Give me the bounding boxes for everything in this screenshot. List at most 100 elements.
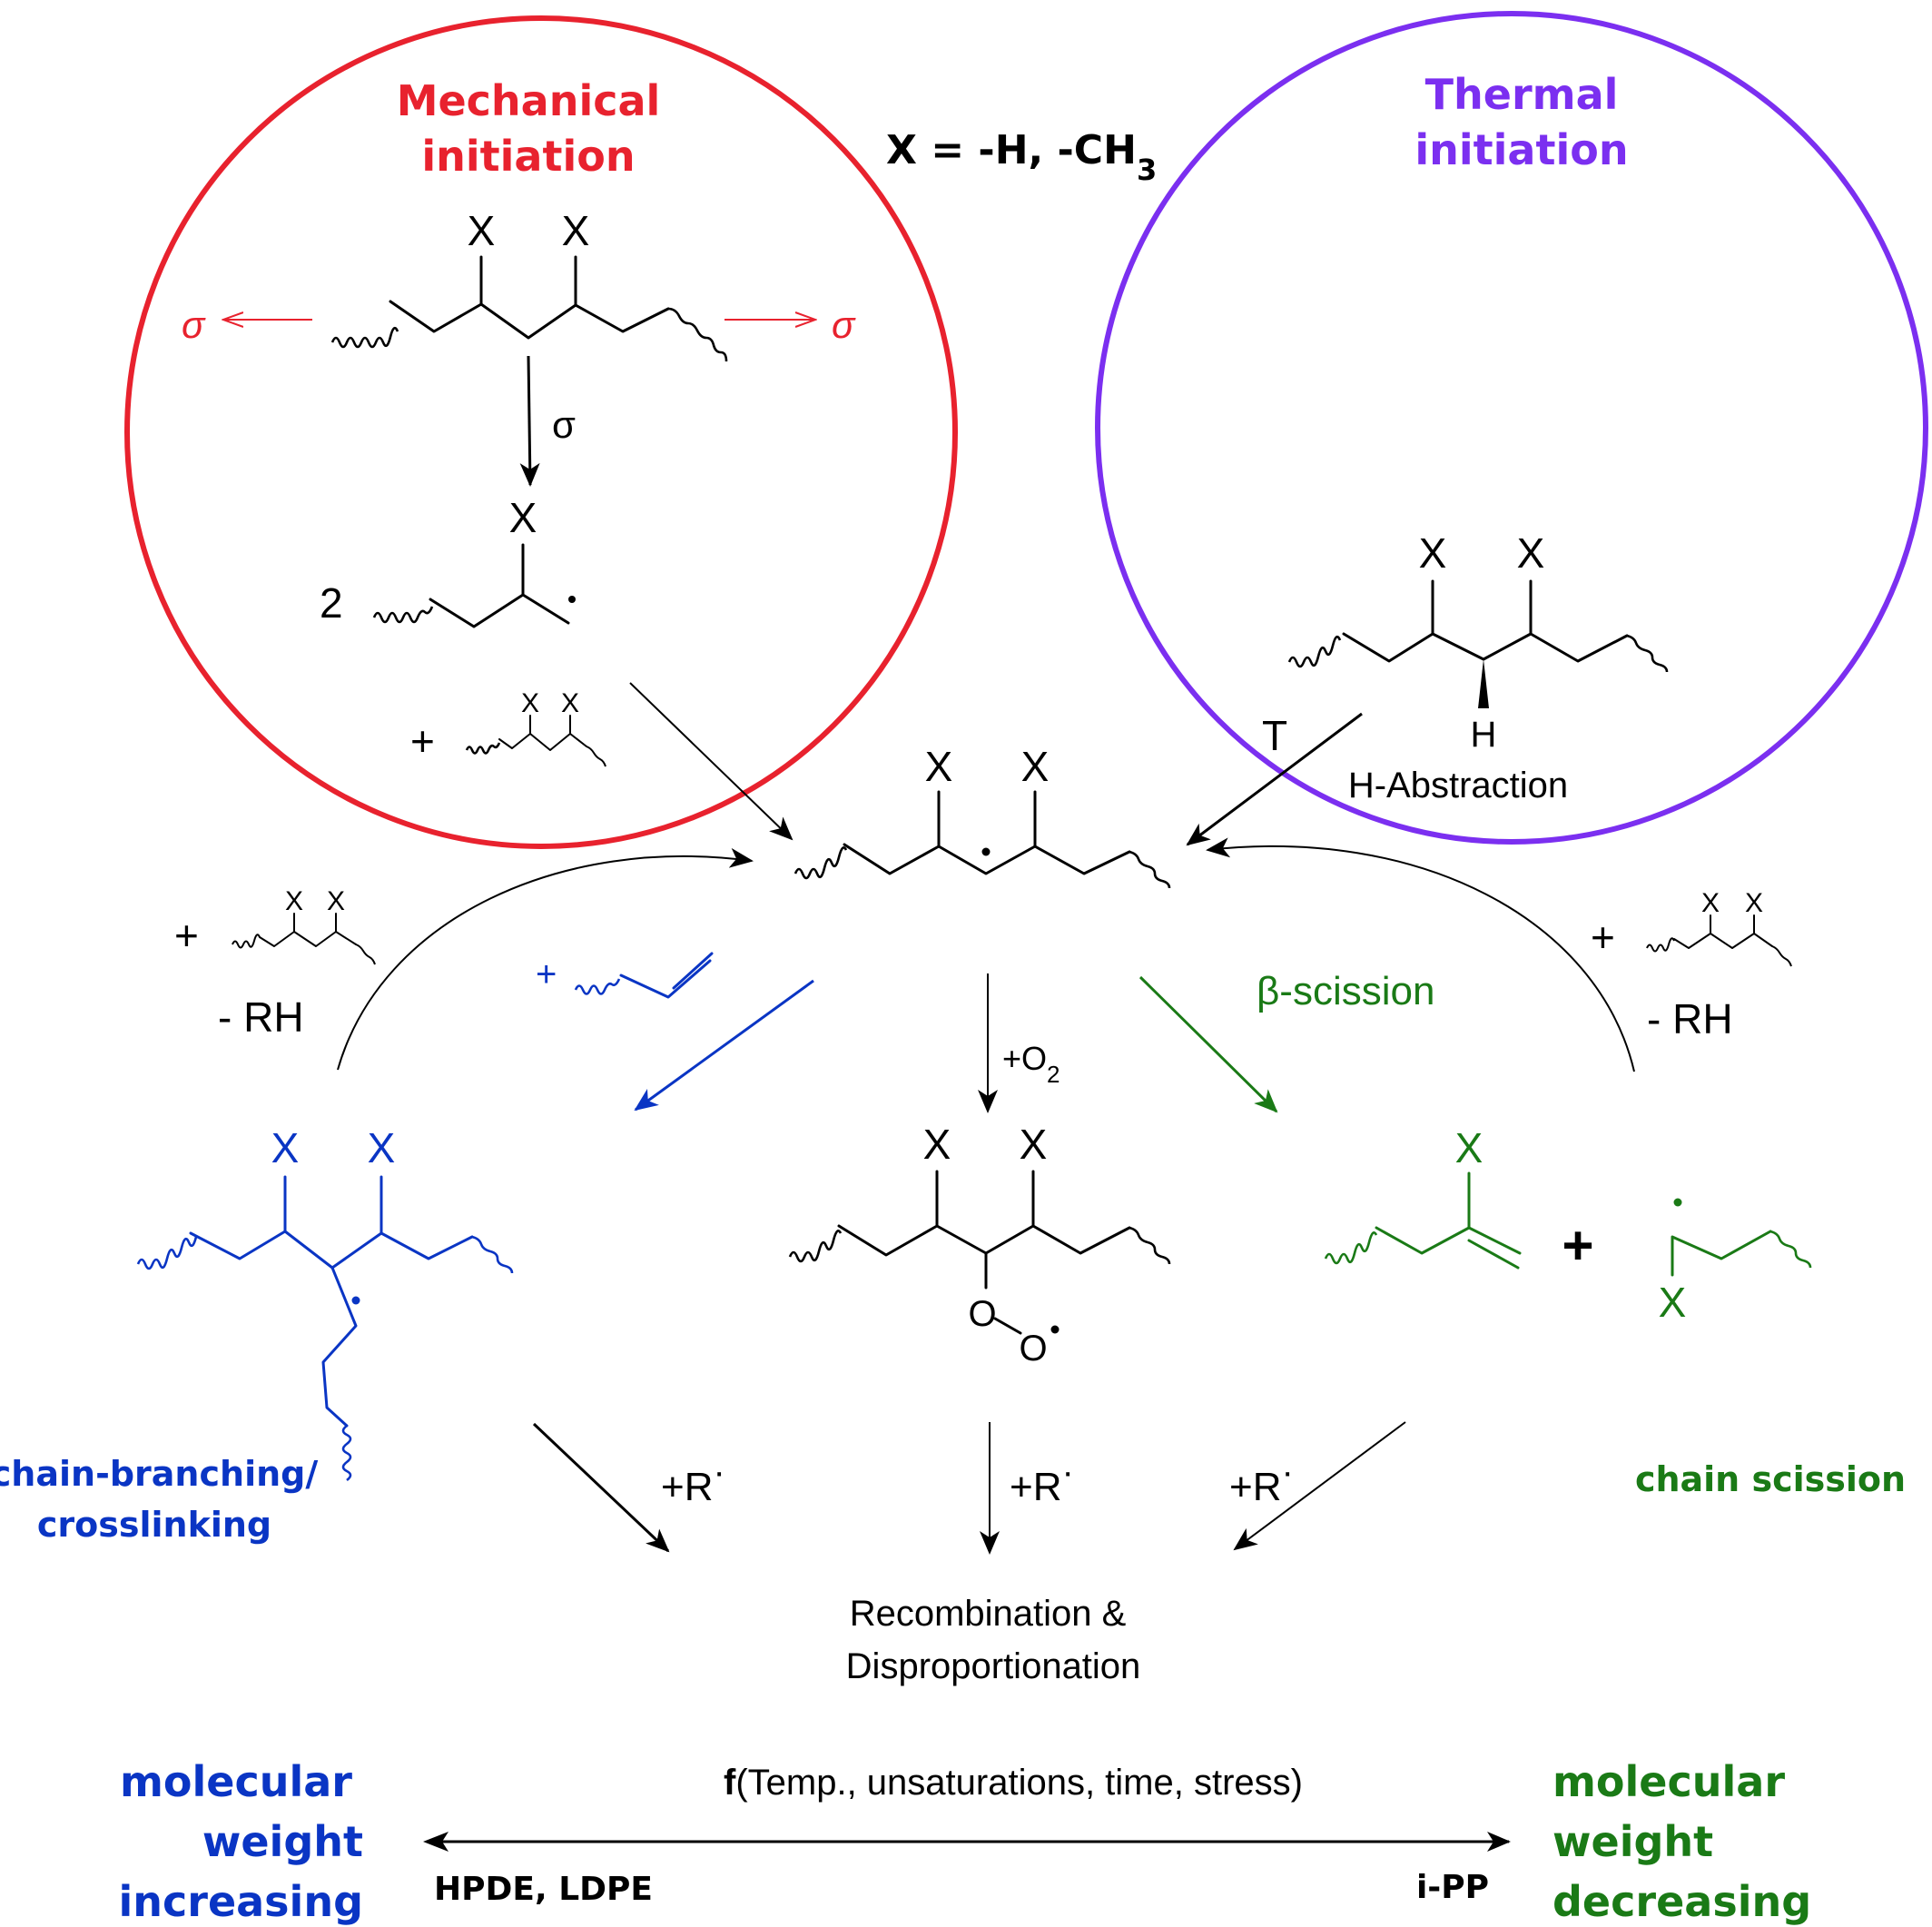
mechanical-arrow-label: σ (552, 403, 576, 446)
stoichiometric-coefficient: 2 (320, 579, 343, 627)
substituent-x: X (368, 1124, 396, 1171)
h-abstraction-label: H-Abstraction (1348, 766, 1568, 805)
mechanical-initiation-circle (124, 15, 958, 849)
branching-arrow (634, 979, 814, 1112)
oxygen-atom: O (968, 1294, 996, 1334)
radical-reagent-left: +R· (661, 1452, 725, 1509)
wavy-chain-end (1771, 945, 1792, 967)
wavy-chain-end (574, 978, 621, 995)
radical-reagent-dot: · (1281, 1452, 1293, 1492)
mw-decreasing-line2: weight (1552, 1817, 1713, 1866)
wavy-chain-end (355, 944, 376, 965)
substituent-x: X (925, 743, 953, 790)
termination-arrow-right (1233, 1421, 1406, 1551)
mw-decreasing-line3: decreasing (1552, 1877, 1811, 1926)
left-small-chain (232, 913, 376, 965)
substituent-definition-text: X = -H, -CH (886, 127, 1137, 173)
beta-scission-label: β-scission (1257, 969, 1434, 1013)
wavy-chain-end (232, 934, 261, 949)
substituent-definition-subscript: 3 (1137, 153, 1157, 187)
chain-bonds (1671, 1230, 1772, 1277)
wavy-chain-end (1626, 634, 1669, 673)
mechanical-to-radical-arrow (629, 682, 794, 841)
chain-bonds (619, 952, 714, 999)
mechanical-cleavage-arrow (519, 355, 540, 487)
wavy-chain-end (586, 746, 606, 767)
factors-function: f (724, 1763, 736, 1803)
thermal-to-radical-arrow (1186, 712, 1363, 846)
chain-scission-label: chain scission (1635, 1459, 1906, 1499)
scission-radical-product (1671, 1230, 1812, 1277)
right-plus: + (1591, 914, 1615, 961)
substituent-x: X (327, 886, 345, 916)
right-polymers: i-PP (1416, 1869, 1489, 1906)
substituent-x: X (509, 494, 537, 541)
wavy-chain-end (341, 1424, 352, 1482)
mechanical-parent-chain (330, 255, 728, 362)
right-minus-rh: - RH (1647, 995, 1733, 1043)
peroxy-bond (993, 1317, 1022, 1335)
wavy-chain-end (330, 326, 399, 349)
wavy-chain-end (1646, 937, 1675, 953)
chain-bonds (498, 733, 587, 751)
radical-reagent-text: +R (661, 1465, 713, 1509)
peroxy-radical (788, 1170, 1171, 1335)
mw-increasing-line3: increasing (118, 1877, 363, 1926)
right-hydrogen-transfer-arrow (1206, 837, 1635, 1072)
substituent-definition: X = -H, -CH3 (886, 127, 1157, 187)
radical-dot (1673, 1198, 1682, 1207)
radical-reagent-center: +R· (1010, 1452, 1074, 1509)
substituent-x: X (923, 1121, 951, 1168)
radical-reagent-dot: · (1061, 1452, 1073, 1492)
left-minus-rh: - RH (218, 993, 304, 1041)
termination-arrow-left (532, 1422, 670, 1553)
branching-label-line1: chain-branching/ (0, 1454, 318, 1494)
substituent-x: X (521, 688, 539, 718)
chain-bonds (843, 843, 1131, 875)
central-radical-chain (794, 790, 1171, 889)
substituent-x: X (1455, 1124, 1484, 1171)
wavy-chain-end (788, 1230, 843, 1263)
oxygen-reagent-text: +O (1002, 1040, 1047, 1077)
scission-arrow (1138, 975, 1278, 1113)
wavy-chain-end (136, 1236, 198, 1270)
radical-reagent-text: +R (1010, 1465, 1061, 1509)
branch-bonds (321, 1266, 358, 1428)
scission-plus: + (1562, 1215, 1593, 1276)
thermal-title-line1: Thermal (1425, 70, 1619, 119)
mechanical-title-line2: initiation (421, 132, 635, 181)
substituent-x: X (285, 886, 303, 916)
left-plus: + (174, 912, 199, 959)
branching-label-line2: crosslinking (37, 1505, 271, 1545)
radical-dot (981, 847, 991, 856)
substituent-x: X (561, 688, 579, 718)
substituent-x: X (468, 207, 496, 254)
radical-dot (568, 596, 576, 603)
chain-bonds (1342, 632, 1629, 663)
mechanical-small-chain (465, 715, 606, 767)
chain-bonds (429, 593, 570, 628)
thermal-initiation-circle (1095, 11, 1928, 845)
oxygen-reagent: +O2 (1002, 1040, 1060, 1088)
stress-symbol-left: σ (182, 303, 206, 346)
scission-alkene-product (1324, 1171, 1522, 1270)
oxygen-atom: O (1019, 1329, 1047, 1369)
substituent-x: X (1419, 529, 1447, 577)
substituent-x: X (1020, 1121, 1048, 1168)
substituent-x: X (1659, 1279, 1687, 1326)
chain-bonds (1673, 933, 1773, 949)
vinyl-reagent (574, 952, 714, 999)
wavy-chain-end (372, 606, 434, 624)
substituent-x: X (1517, 529, 1545, 577)
chain-bonds (837, 1224, 1131, 1257)
left-hydrogen-transfer-arrow (337, 847, 754, 1071)
substituent-x: X (562, 207, 590, 254)
wedge-bond-hydrogen (1478, 659, 1489, 708)
branching-plus: + (536, 954, 557, 994)
radical-reagent-dot: · (713, 1452, 724, 1492)
chain-bonds (259, 931, 357, 947)
mw-decreasing-line1: molecular (1552, 1757, 1785, 1806)
wavy-chain-end (471, 1235, 514, 1274)
